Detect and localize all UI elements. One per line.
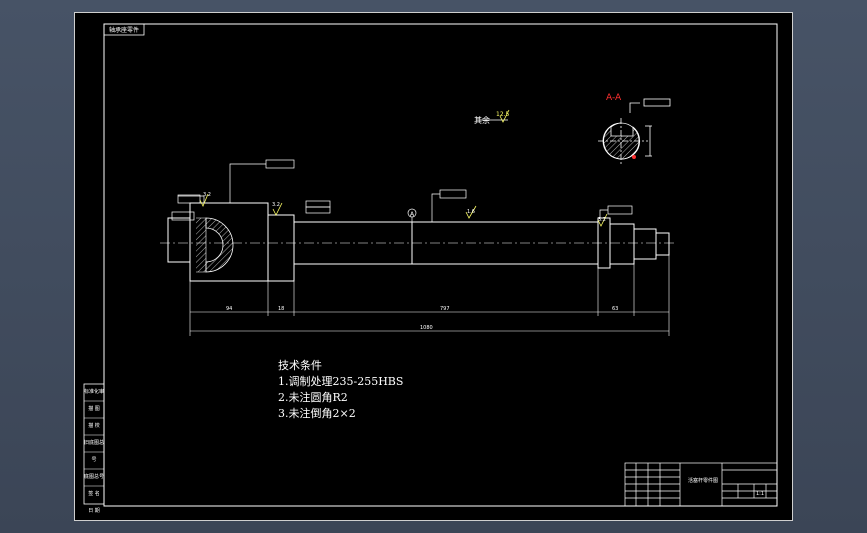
section-label: A-A — [606, 93, 622, 103]
notes-heading: 技术条件 — [278, 359, 322, 372]
side-label: 签 名 — [88, 491, 100, 497]
dim-mid-length: 797 — [440, 306, 450, 312]
roughness-4: 3.2 — [598, 217, 606, 223]
corner-label: 轴承座零件 — [109, 27, 140, 34]
roughness-2: 3.2 — [272, 202, 280, 208]
title-scale: 1:1 — [756, 491, 764, 497]
side-label: 旧底图总号 — [84, 440, 105, 463]
other-roughness-prefix: 其余 — [474, 115, 490, 125]
title-block — [624, 462, 778, 507]
side-label: 描 图 — [88, 406, 100, 412]
dim-left-length: 94 — [226, 306, 232, 312]
side-label: 描 校 — [88, 423, 100, 429]
note-line-1: 1.调制处理235-255HBS — [278, 375, 404, 388]
other-roughness-value: 12.5 — [496, 111, 510, 118]
note-line-2: 2.未注圆角R2 — [278, 391, 348, 404]
side-label: 底图总号 — [84, 474, 105, 480]
note-line-3: 3.未注倒角2×2 — [278, 407, 356, 420]
dim-right-length: 63 — [612, 306, 618, 312]
corner-label-box — [103, 23, 145, 36]
drawing-sheet — [74, 12, 793, 521]
technical-notes: 技术条件 1.调制处理235-255HBS 2.未注圆角R2 3.未注倒角2×2 — [278, 358, 403, 422]
dim-gap-length: 18 — [278, 306, 284, 312]
title-part-name: 活塞杆零件图 — [688, 477, 718, 484]
roughness-1: 3.2 — [203, 192, 211, 198]
section-marker — [632, 155, 636, 159]
left-eye-hatch — [205, 217, 234, 273]
dim-total-length: 1080 — [420, 325, 433, 331]
roughness-3: 1.6 — [467, 209, 475, 215]
side-labels: 标准化审 描 图 描 校 旧底图总号 底图总号 签 名 日 期 — [84, 384, 104, 520]
side-label: 日 期 — [88, 508, 100, 514]
side-label: 标准化审 — [84, 389, 105, 395]
side-label-block — [83, 383, 105, 505]
datum-label: A — [410, 211, 415, 218]
inner-border — [103, 23, 778, 507]
shaft-outline — [167, 202, 670, 282]
